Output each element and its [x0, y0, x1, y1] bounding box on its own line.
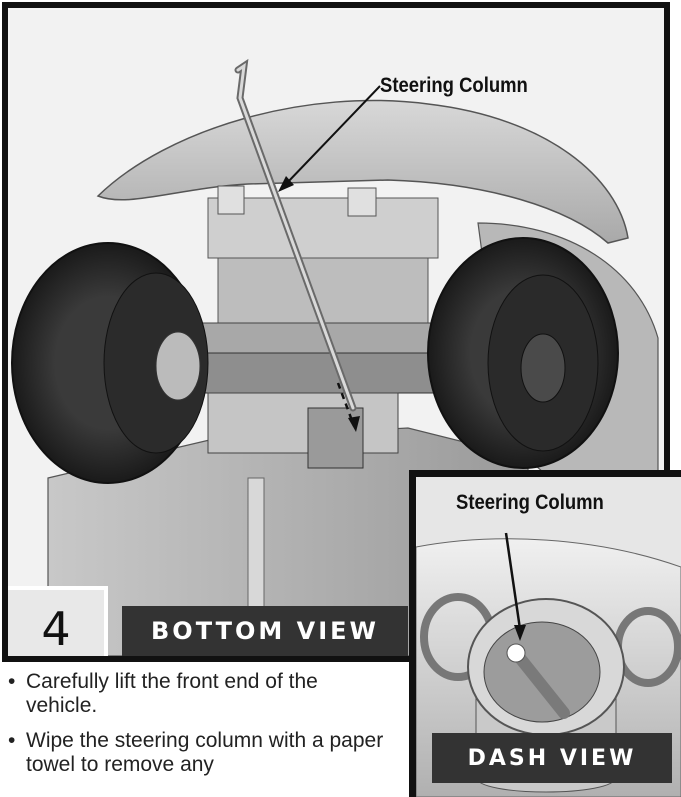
instruction-text: Wipe the steering column with a paper to… [26, 729, 384, 776]
bottom-view-label-bar: BOTTOM VIEW [122, 606, 408, 656]
dash-view-label: DASH VIEW [467, 745, 637, 771]
instruction-text: Carefully lift the front end of the vehi… [26, 670, 318, 717]
bottom-view-panel: Steering Column 4 BOTTOM VIEW [2, 2, 670, 662]
instruction-item: • Wipe the steering column with a paper … [6, 729, 386, 777]
dash-view-panel: Steering Column DASH VIEW [409, 470, 681, 797]
bullet-marker: • [8, 670, 16, 693]
steering-column-callout-label: Steering Column [380, 74, 528, 97]
bullet-marker: • [8, 729, 16, 752]
vehicle-underside-illustration [8, 8, 664, 656]
instruction-item: • Carefully lift the front end of the ve… [6, 670, 386, 718]
step-number-box: 4 [8, 586, 108, 656]
step-number: 4 [41, 602, 71, 656]
dash-view-label-bar: DASH VIEW [432, 733, 672, 783]
bottom-view-label: BOTTOM VIEW [151, 617, 379, 645]
instruction-list: • Carefully lift the front end of the ve… [6, 670, 386, 788]
dash-steering-column-callout-label: Steering Column [456, 491, 604, 514]
